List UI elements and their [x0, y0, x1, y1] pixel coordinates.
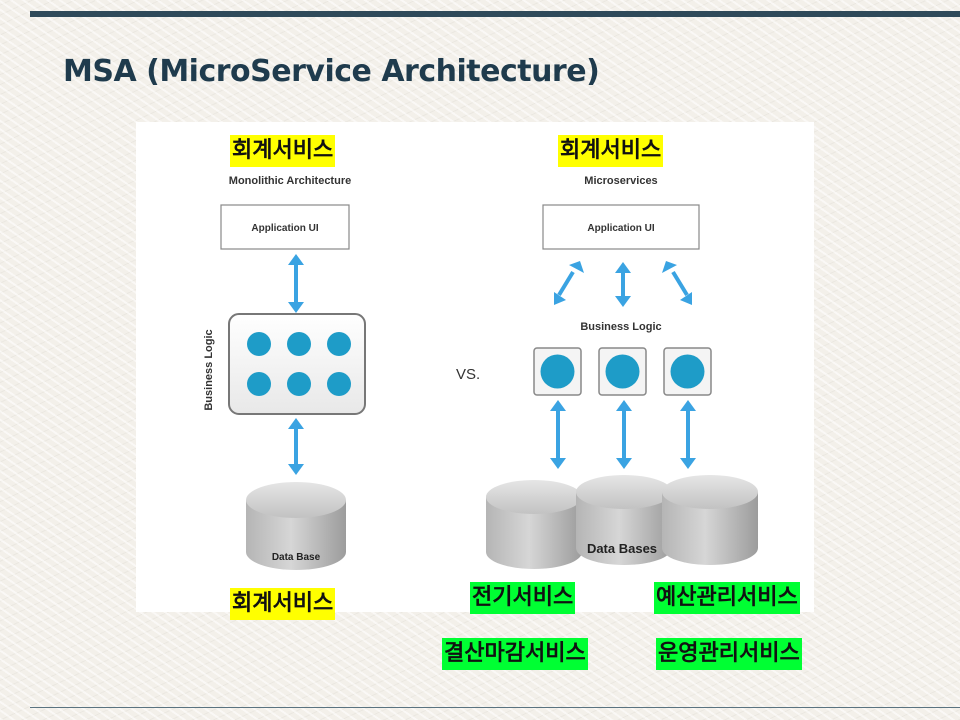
microservices-ui-label: Application UI — [587, 223, 654, 234]
vs-label: VS. — [456, 366, 480, 383]
logic-node — [327, 332, 351, 356]
monolithic-database — [246, 482, 346, 570]
architecture-diagram: Monolithic Architecture Application UI B… — [136, 122, 814, 612]
monolithic-heading: Monolithic Architecture — [229, 175, 351, 187]
arrows-services-to-dbs — [550, 400, 696, 469]
top-accent-bar — [30, 11, 960, 17]
micro-top-service-label: 회계서비스 — [558, 135, 664, 167]
microservice-units — [533, 347, 712, 396]
mono-bottom-service-label: 회계서비스 — [230, 588, 336, 620]
logic-node — [247, 332, 271, 356]
logic-node — [287, 372, 311, 396]
service-node — [670, 354, 705, 389]
operation-service-label: 운영관리서비스 — [656, 638, 802, 670]
monolithic-logic-nodes — [247, 332, 351, 396]
service-node — [540, 354, 575, 389]
arrow-logic-to-db — [288, 418, 304, 475]
bottom-divider — [30, 707, 960, 708]
arrow-ui-to-logic — [288, 254, 304, 313]
microservices-logic-label: Business Logic — [580, 321, 661, 333]
budget-service-label: 예산관리서비스 — [654, 582, 800, 614]
arrows-ui-to-services — [554, 261, 692, 307]
microservices-heading: Microservices — [584, 175, 657, 187]
slide-title: MSA (MicroService Architecture) — [63, 54, 600, 89]
logic-node — [247, 372, 271, 396]
monolithic-logic-box — [228, 313, 366, 415]
service-node — [605, 354, 640, 389]
logic-node — [327, 372, 351, 396]
electric-service-label: 전기서비스 — [470, 582, 576, 614]
monolithic-ui-label: Application UI — [251, 223, 318, 234]
microservices-db-label: Data Bases — [587, 541, 657, 556]
mono-top-service-label: 회계서비스 — [230, 135, 336, 167]
microservices-databases — [486, 475, 758, 569]
logic-node — [287, 332, 311, 356]
monolithic-side-label: Business Logic — [203, 329, 215, 410]
settlement-service-label: 결산마감서비스 — [442, 638, 588, 670]
monolithic-db-label: Data Base — [272, 552, 321, 563]
microservices-ui-box — [542, 204, 700, 250]
monolithic-ui-box — [220, 204, 350, 250]
